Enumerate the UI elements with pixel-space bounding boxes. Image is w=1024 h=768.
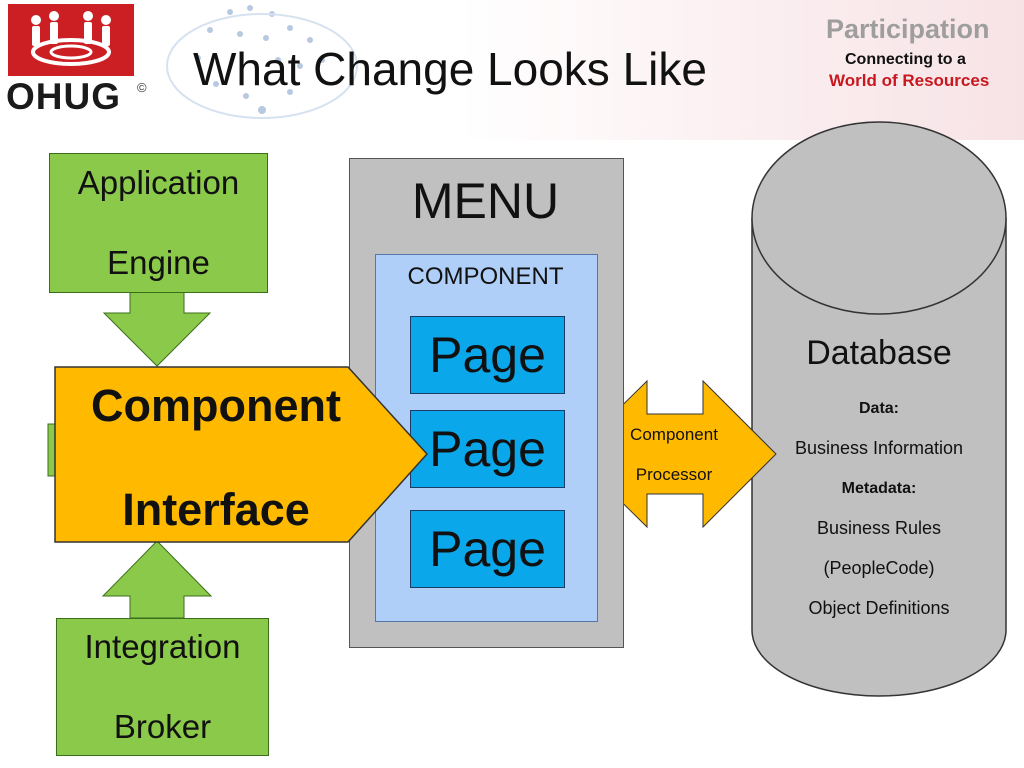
page-box: Page (410, 316, 565, 394)
page-box: Page (410, 510, 565, 588)
page-box: Page (410, 410, 565, 488)
brand-connecting: Connecting to a (845, 51, 966, 68)
integration-broker-box: Integration Broker (56, 618, 269, 756)
database-metadata-label: Metadata: (841, 480, 917, 497)
application-engine-box: Application Engine (49, 153, 268, 293)
integration-broker-label-1: Integration (84, 628, 241, 665)
database-data-label: Data: (858, 400, 899, 417)
brand-world: World of Resources (829, 71, 990, 90)
logo-text: OHUG (6, 76, 121, 117)
database-business-rules: Business Rules (816, 518, 942, 538)
component-interface-label-1: Component (91, 380, 341, 431)
database-peoplecode: (PeopleCode) (823, 558, 935, 578)
brand-participation: Participation (826, 14, 990, 44)
arrow-up-icon (101, 540, 213, 619)
database-cylinder (751, 121, 1007, 697)
integration-broker-label-2: Broker (113, 708, 212, 745)
menu-label: MENU (411, 173, 560, 229)
database-title: Database (806, 334, 952, 372)
component-interface-arrow-icon (54, 366, 429, 543)
component-interface-label-2: Interface (122, 484, 310, 535)
application-engine-label-2: Engine (107, 244, 210, 281)
database-business-information: Business Information (794, 438, 964, 458)
arrow-down-icon (102, 290, 212, 367)
database-object-definitions: Object Definitions (808, 598, 950, 618)
component-processor-label-1: Component (630, 425, 718, 444)
component-processor-label-2: Processor (635, 465, 713, 484)
slide-title: What Change Looks Like (193, 43, 707, 95)
application-engine-label-1: Application (77, 164, 240, 201)
ohug-logo-icon (8, 4, 134, 76)
logo-copyright: © (137, 80, 147, 95)
network-graphic (166, 5, 358, 119)
header-banner (0, 0, 1024, 140)
component-label: COMPONENT (407, 263, 564, 290)
